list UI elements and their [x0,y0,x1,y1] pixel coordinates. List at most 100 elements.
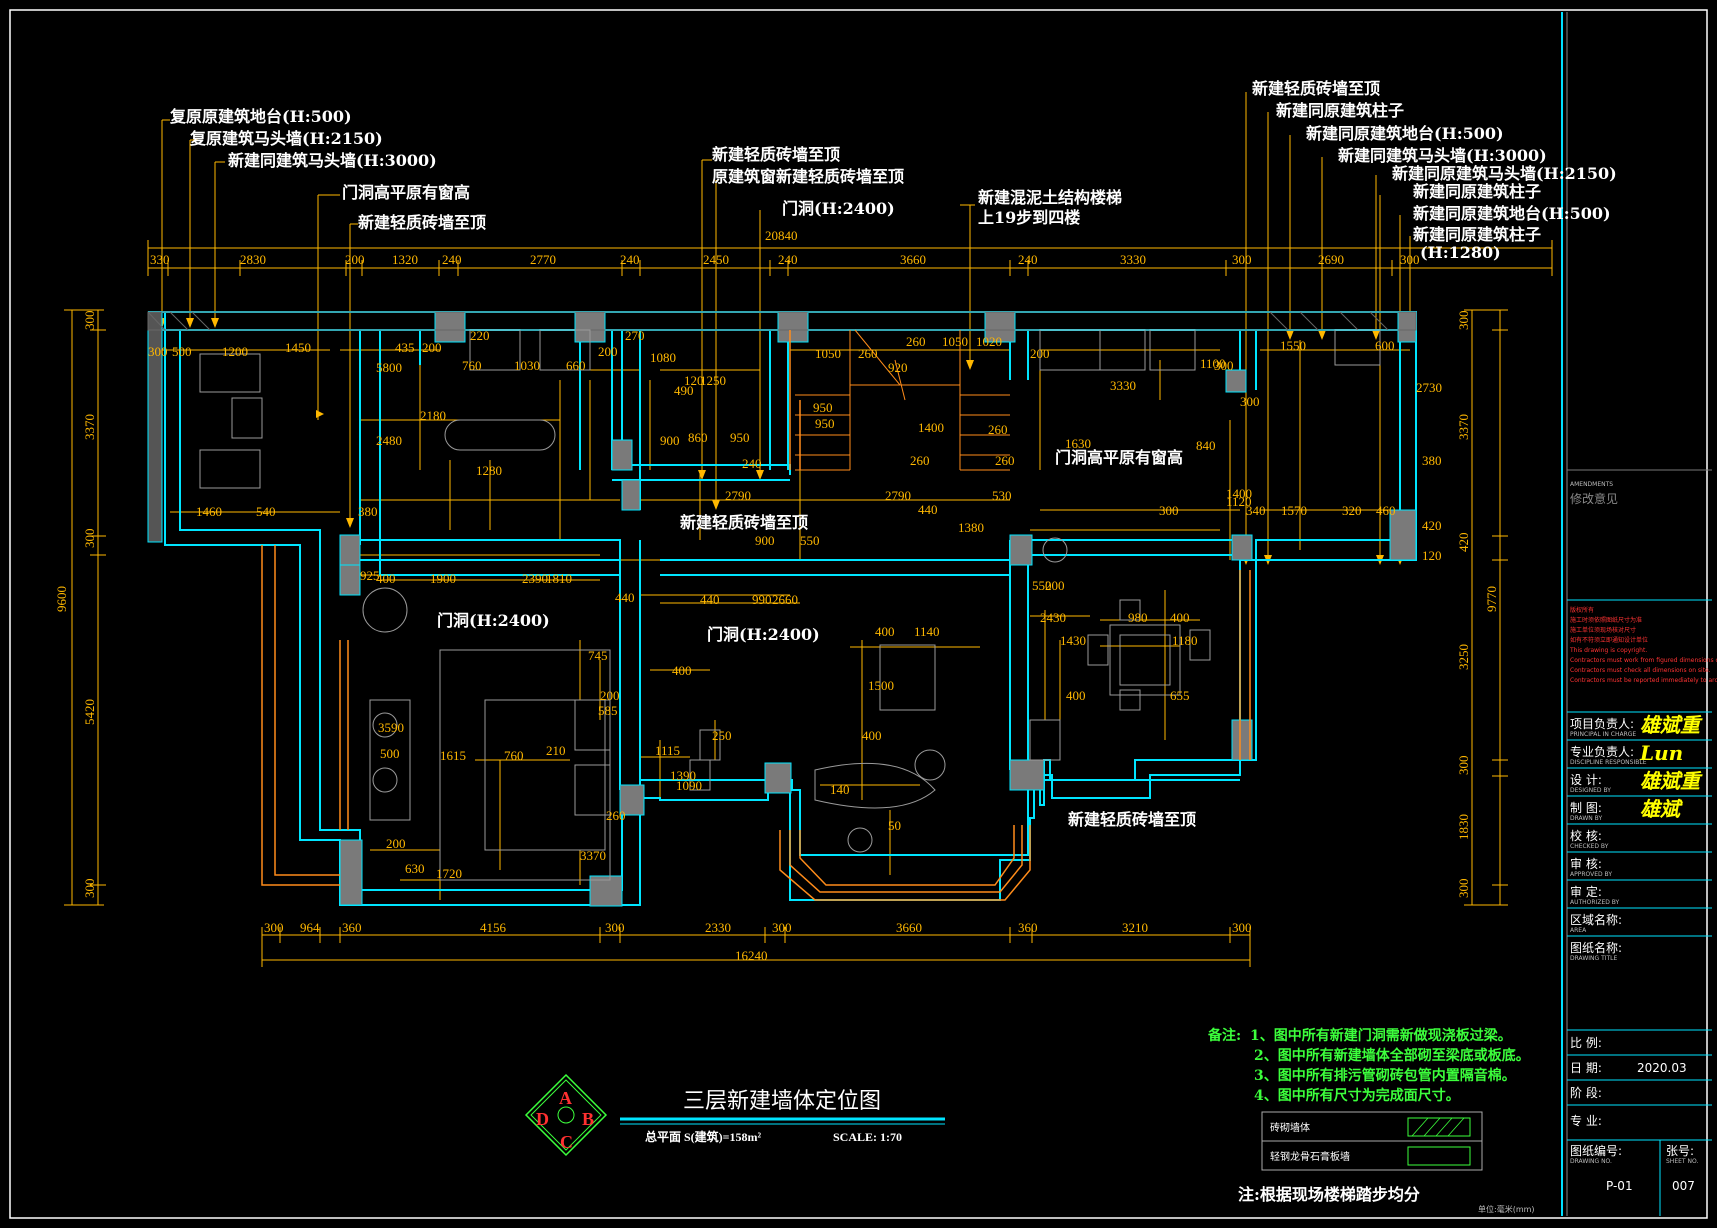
dim-interior-58: 1380 [958,520,984,535]
dim-interior-80: 980 [1128,610,1148,625]
dim-interior-81: 400 [1170,610,1190,625]
dim-top-2: 200 [345,252,365,267]
dim-interior-0: 300 [148,344,168,359]
stair-note: 注:根据现场楼梯踏步均分 [1238,1185,1420,1204]
dim-interior-87: 1140 [914,624,940,639]
dim-interior-103: 260 [606,808,626,823]
dim-interior-22: 1100 [1200,356,1226,371]
dim-interior-105: 630 [405,861,425,876]
dim-left-overall: 9600 [54,586,69,612]
annotation-top-mid-0: 新建轻质砖墙至顶 [712,145,840,164]
dim-bottom-8: 360 [1018,920,1038,935]
annotation-door-center: 门洞(H:2400) [707,625,820,644]
tb-date-label: 日 期: [1570,1061,1602,1075]
annotation-top-right-7: 新建同原建筑柱子 [1413,225,1541,244]
tb-row-label-2: 设 计: [1570,773,1602,787]
legend-gypsum: 轻钢龙骨石膏板墙 [1270,1150,1350,1163]
dim-interior-101: 200 [600,688,620,703]
dim-interior-56: 2390 [522,571,548,586]
unit-note: 单位:毫米(mm) [1478,1204,1535,1214]
dim-interior-100: 745 [588,648,608,663]
tb-stage-label: 阶 段: [1570,1085,1602,1100]
annotations-top-left: 复原原建筑地台(H:500)复原建筑马头墙(H:2150)新建同建筑马头墙(H:… [169,107,486,232]
dim-interior-29: 1280 [476,463,502,478]
annotation-stair-0: 新建混泥土结构楼梯 [978,188,1122,207]
dim-bottom-6: 300 [772,920,792,935]
tb-warning-0: 版权所有 [1570,606,1594,614]
notes-list: 1、图中所有新建门洞需新做现浇板过梁。2、图中所有新建墙体全部砌至梁底或板底。3… [1250,1027,1530,1104]
note-1: 2、图中所有新建墙体全部砌至梁底或板底。 [1254,1047,1530,1064]
dim-interior-15: 260 [858,346,878,361]
dim-interior-67: 340 [1246,503,1266,518]
dim-interior-97: 1615 [440,748,466,763]
dim-interior-68: 1570 [1281,503,1307,518]
tb-warning-4: This drawing is copyright. [1569,647,1647,654]
tb-row-en-7: AREA [1570,927,1587,934]
dim-interior-79: 400 [1066,688,1086,703]
dim-interior-32: 1250 [700,373,726,388]
note-2: 3、图中所有排污管砌砖包管内置隔音棉。 [1254,1067,1516,1084]
tb-row-label-8: 图纸名称: [1570,940,1622,955]
dim-interior-78: 1430 [1060,633,1086,648]
dim-interior-90: 250 [712,728,732,743]
dim-interior-55: 1900 [430,571,456,586]
dim-interior-33: 900 [660,433,680,448]
dim-interior-25: 300 [1214,358,1234,373]
dim-top-13: 2690 [1318,252,1344,267]
dim-interior-71: 2730 [1416,380,1442,395]
furniture [199,329,1381,881]
tb-row-signature-3: 雄斌 [1640,797,1683,821]
tb-row-en-6: AUTHORIZED BY [1570,899,1620,906]
dim-interior-35: 950 [730,430,750,445]
dim-interior-40: 260 [910,453,930,468]
annotation-top-right-5: 新建同原建筑柱子 [1413,182,1541,201]
dim-right-5: 1830 [1456,814,1471,840]
annotation-top-right-0: 新建轻质砖墙至顶 [1252,79,1380,98]
dim-interior-26: 300 [1240,394,1260,409]
dim-interior-49: 1400 [1226,486,1252,501]
dim-top-6: 240 [620,252,640,267]
tb-row-label-5: 审 核: [1570,856,1602,871]
dim-interior-106: 1720 [436,866,462,881]
dim-bottom-2: 360 [342,920,362,935]
dim-interior-45: 2790 [725,488,751,503]
dim-top-10: 240 [1018,252,1038,267]
dim-interior-91: 1090 [676,778,702,793]
dim-interior-30: 490 [674,383,694,398]
badge-a: A [559,1088,572,1108]
dim-overall-top: 20840 [765,228,798,243]
dim-interior-48: 1120 [1226,494,1252,509]
drawing-area: 总平面 S(建筑)=158m² [645,1129,762,1144]
dim-interior-88: 1500 [868,678,894,693]
tb-row-label-6: 审 定: [1570,884,1602,899]
dim-right-2: 420 [1456,533,1471,553]
dim-interior-74: 120 [1422,548,1442,563]
dim-interior-63: 440 [700,592,720,607]
dim-interior-75: 550 [1032,578,1052,593]
dim-interior-96: 500 [380,746,400,761]
dim-interior-24: 600 [1375,338,1395,353]
dim-interior-42: 260 [995,453,1015,468]
dim-interior-38: 950 [815,416,835,431]
tb-warning-2: 施工单位须现场核对尺寸 [1570,626,1636,634]
dim-interior-4: 5800 [376,360,402,375]
tb-warning-6: Contractors must check all dimensions on… [1570,667,1711,674]
dim-interior-84: 400 [672,663,692,678]
tb-sheet-en: SHEET NO. [1666,1158,1698,1165]
dim-interior-53: 925 [360,568,380,583]
dim-overall-bottom: 16240 [735,948,768,963]
dim-top-9: 3660 [900,252,926,267]
dim-interior-93: 140 [830,782,850,797]
wall-outlines [148,311,1417,906]
stair [795,329,1010,471]
dim-interior-54: 400 [376,571,396,586]
dim-interior-94: 50 [888,818,901,833]
annotation-stair-1: 上19步到四楼 [978,208,1080,227]
dim-interior-27: 2180 [420,408,446,423]
legend-brick: 砖砌墙体 [1270,1121,1310,1134]
tb-date-value: 2020.03 [1637,1061,1687,1075]
